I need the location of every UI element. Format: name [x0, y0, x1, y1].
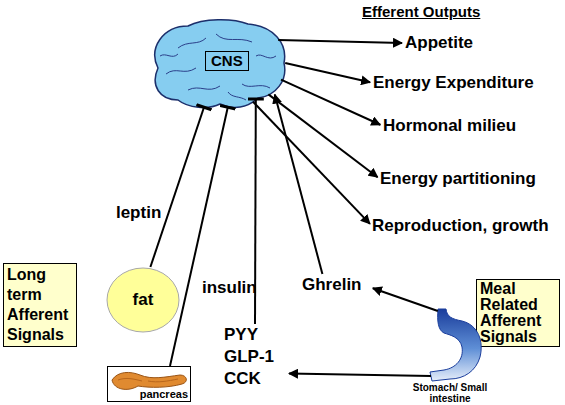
- node-text: Energy partitioning: [380, 168, 555, 190]
- stomach-outline: [430, 309, 481, 381]
- brain-outline: [155, 20, 285, 108]
- node-text: CNS: [205, 51, 249, 71]
- hormone-text: PYY GLP-1 CCK: [224, 324, 286, 390]
- output-text: Appetite: [405, 32, 495, 54]
- signal-label: insulin: [202, 278, 257, 298]
- stomach-organ: Stomach/ Small intestine: [412, 305, 488, 405]
- arrow-connector: [373, 288, 438, 311]
- pancreas-box: pancreas: [107, 366, 191, 402]
- node-text: Energy Expenditure: [373, 72, 555, 94]
- fat-outline: [107, 268, 179, 332]
- brain-fold: [228, 92, 246, 100]
- pancreas-illustration: [112, 372, 186, 389]
- signal-box: Meal Related Afferent Signals: [476, 279, 560, 347]
- brain-fold: [242, 84, 270, 88]
- node-text: Long term Afferent Signals: [7, 265, 73, 345]
- node-text: fat: [133, 290, 154, 310]
- output-text: Energy Expenditure: [373, 72, 555, 94]
- signal-label: leptin: [116, 203, 161, 223]
- brain-fold: [178, 38, 206, 48]
- section-heading: Efferent Outputs: [362, 3, 480, 21]
- node-text: Ghrelin: [302, 274, 370, 296]
- arrow-connector: [285, 63, 370, 82]
- node-text: Appetite: [405, 32, 495, 54]
- node-text: Reproduction, growth: [372, 215, 562, 237]
- pancreas-texture: [118, 378, 178, 381]
- arrow-connector: [275, 95, 323, 275]
- output-text: Reproduction, growth: [372, 215, 562, 237]
- fat-ellipse: fat: [106, 267, 180, 333]
- hormone-text: Ghrelin: [302, 274, 370, 296]
- node-text: PYY GLP-1 CCK: [224, 324, 286, 390]
- node-text: Meal Related Afferent Signals: [480, 281, 556, 345]
- arrow-connector: [253, 102, 370, 224]
- arrow-connector: [278, 40, 402, 43]
- brain-fold: [188, 86, 220, 90]
- arrow-connector: [268, 94, 377, 177]
- brain-region: CNS: [148, 18, 288, 110]
- inhibition-connector: [150, 107, 204, 267]
- brain-fold: [166, 68, 196, 74]
- output-text: Energy partitioning: [380, 168, 555, 190]
- arrow-connector: [289, 374, 431, 376]
- brain-fold: [216, 34, 252, 42]
- brain-fold: [160, 54, 178, 56]
- output-text: Hormonal milieu: [383, 115, 533, 137]
- node-text: Hormonal milieu: [383, 115, 533, 137]
- arrow-connector: [281, 80, 380, 125]
- inhibition-connector: [170, 107, 228, 366]
- node-text: pancreas: [140, 388, 188, 400]
- brain-fold: [256, 55, 276, 58]
- signal-box: Long term Afferent Signals: [3, 263, 77, 347]
- node-text: Stomach/ Small intestine: [412, 382, 488, 404]
